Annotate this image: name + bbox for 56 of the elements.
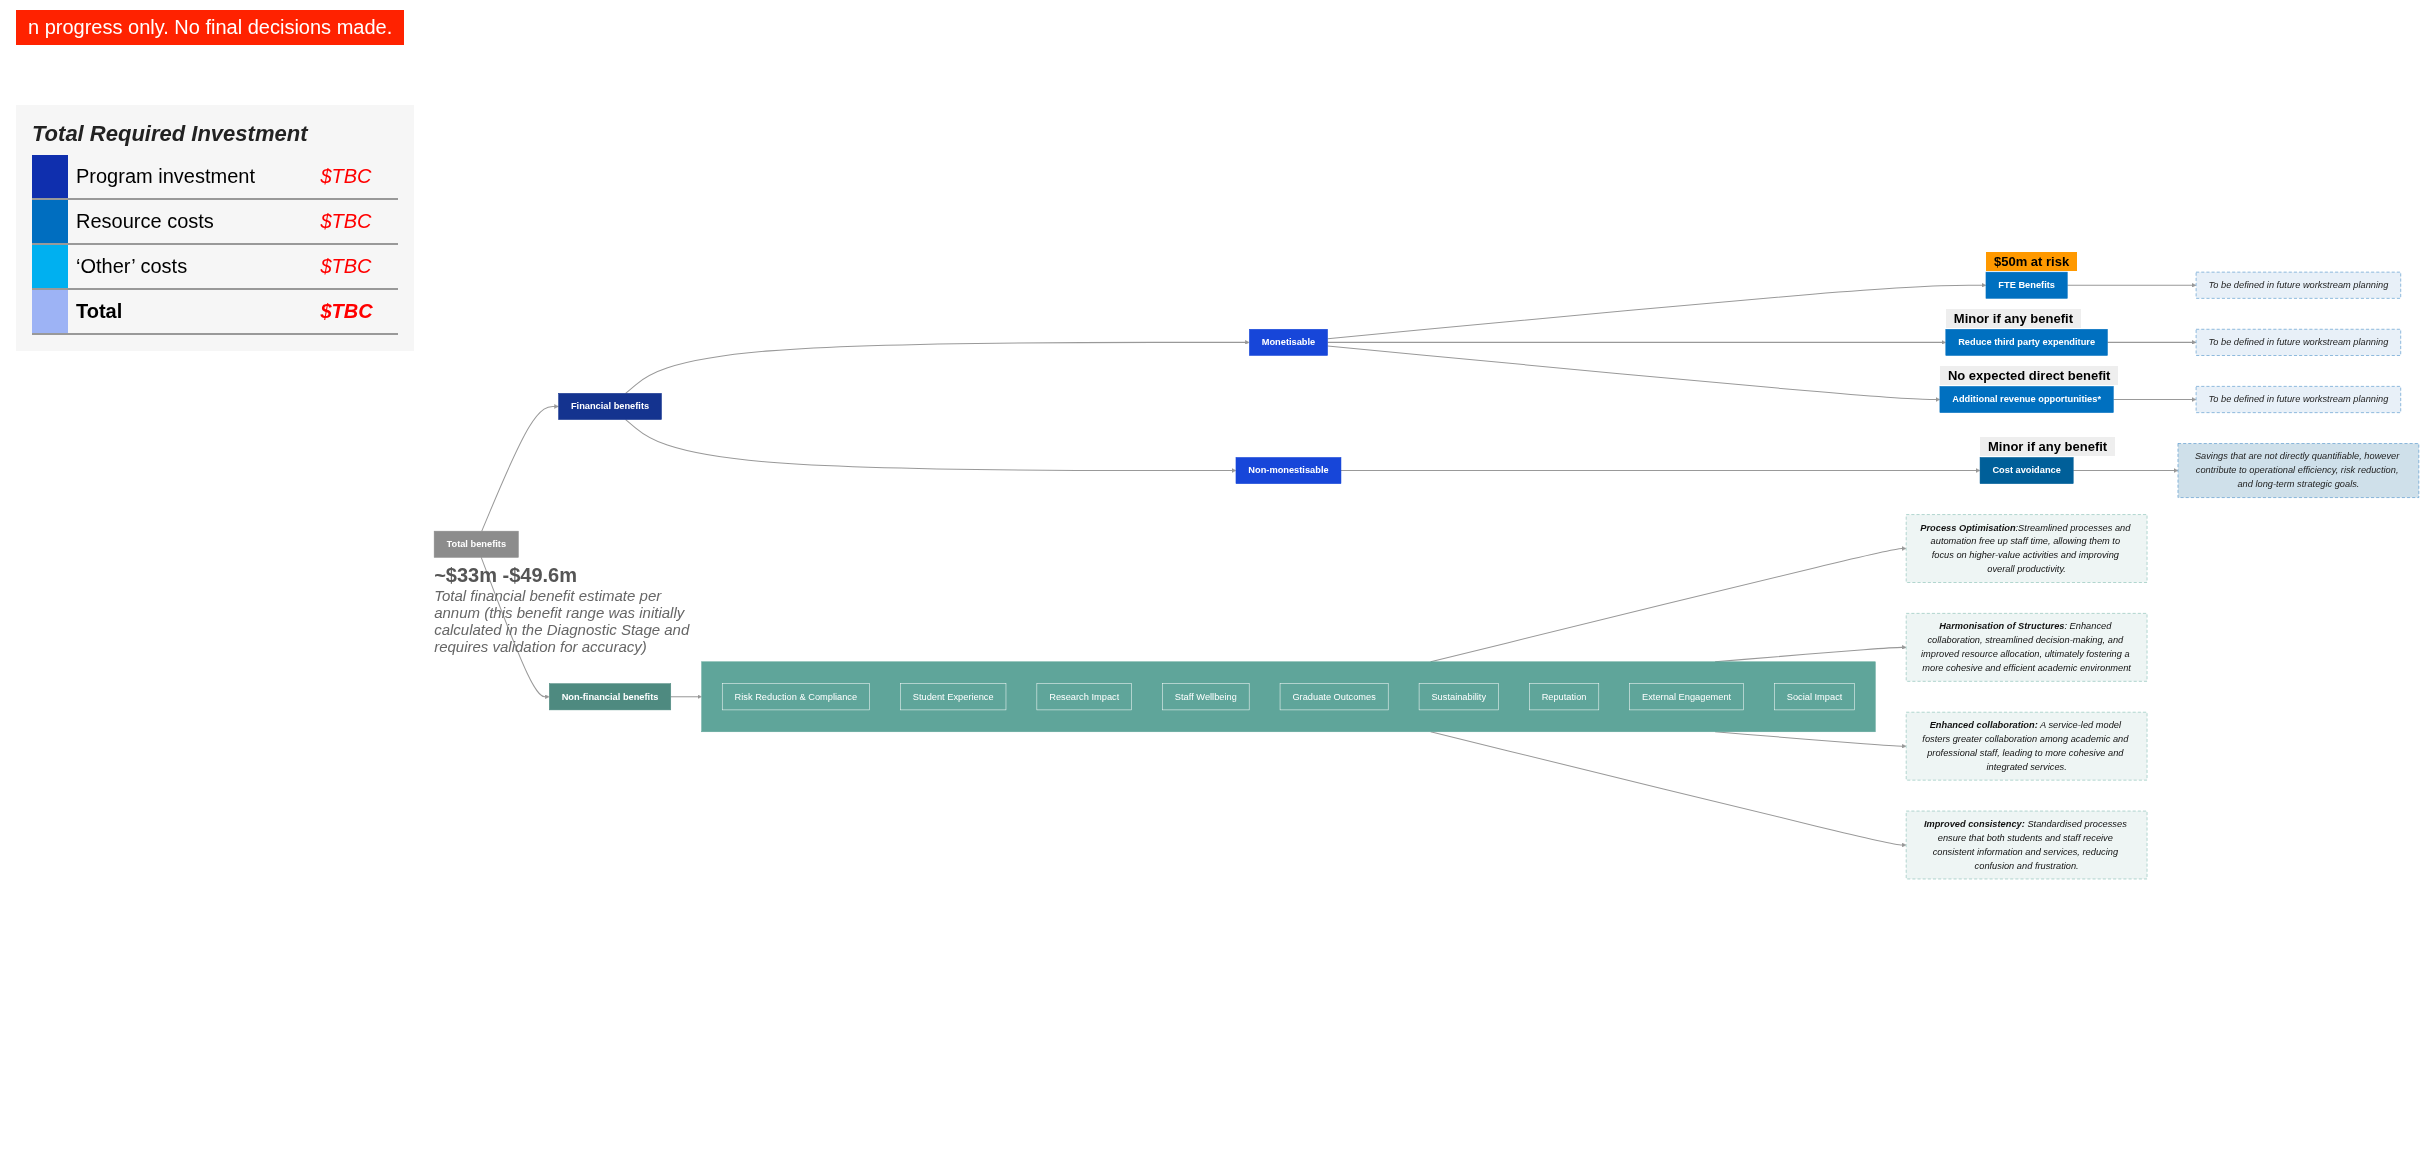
status-tag: No expected direct benefit: [1939, 365, 2119, 385]
node-box: Staff Wellbeing: [1162, 683, 1250, 711]
arrow: [670, 694, 702, 700]
legend-label: ‘Other’ costs: [68, 244, 313, 289]
arrow: [625, 419, 1237, 474]
value-text: $TBC: [312, 199, 398, 244]
arrow: [1327, 340, 1946, 346]
node-box: Student Experience: [900, 683, 1007, 711]
node-box: Savings that are not directly quantifiable, however contribute to operational efficiency, risk reduction, and long-term strategic goals.: [2177, 443, 2420, 499]
node-box: Sustainability: [1418, 683, 1499, 711]
cluster: [701, 661, 1876, 733]
legend-label: Total: [68, 289, 313, 334]
arrow: [2072, 468, 2179, 474]
arrow: [2066, 283, 2197, 288]
node-box: Reputation: [1529, 683, 1600, 711]
node-box: Harmonisation of Structures: Enhanced collaboration, streamlined decision-making, and improved resource allocation, ultimately fostering a more cohesive and efficient academic environment: [1905, 613, 2148, 683]
note-text: Total financial benefit estimate per annum (this benefit range was initially calculated in the Diagnostic Stage and requires validation for accuracy): [434, 586, 691, 655]
arrow: [2106, 340, 2197, 346]
arrow: [1327, 346, 1941, 403]
arrow: [481, 404, 559, 533]
value-text: $TBC: [312, 289, 398, 334]
legend-label: Resource costs: [68, 199, 313, 244]
node-box: Reduce third party expenditure: [1945, 329, 2108, 357]
node-box: External Engagement: [1629, 683, 1744, 711]
draft-banner: n progress only. No final decisions made.: [16, 10, 405, 45]
value-text: ~$33m -$49.6m: [434, 563, 578, 587]
value-text: $TBC: [312, 244, 398, 289]
node-box: Monetisable: [1249, 329, 1328, 357]
arrow: [625, 340, 1250, 395]
node-box: Non-monestisable: [1235, 457, 1342, 485]
node-box: Improved consistency: Standardised processes ensure that both students and staff receive consistent information and services, reducing confusion and frustration.: [1905, 811, 2148, 880]
arrow: [480, 557, 550, 700]
legend-label: Program investment: [68, 155, 313, 199]
node-box: Graduate Outcomes: [1279, 683, 1389, 711]
node-box: Research Impact: [1036, 683, 1132, 711]
node-box: FTE Benefits: [1985, 272, 2068, 300]
value-text: $TBC: [312, 155, 398, 199]
arrow: [1327, 283, 1987, 340]
node-box: Enhanced collaboration: A service-led model fosters greater collaboration among academic and professional staff, leading to more cohesive and integrated services.: [1905, 712, 2148, 781]
node-box: Process Optimisation:Streamlined processes and automation free up staff time, allowing them to focus on higher-value activities and improving overall productivity.: [1905, 514, 2148, 584]
node-box: Risk Reduction & Compliance: [722, 683, 870, 711]
node-box: To be defined in future workstream planning: [2195, 272, 2401, 300]
node-box: Non-financial benefits: [549, 683, 672, 711]
arrow: [1340, 468, 1981, 474]
node-box: Financial benefits: [558, 393, 662, 421]
status-tag: $50m at risk: [1985, 251, 2078, 271]
node-box: To be defined in future workstream planning: [2195, 386, 2401, 414]
arrow: [2112, 397, 2197, 403]
node-box: Total benefits: [433, 531, 519, 559]
status-tag: Minor if any benefit: [1980, 436, 2116, 456]
status-tag: Minor if any benefit: [1945, 308, 2081, 328]
node-box: Social Impact: [1774, 683, 1855, 711]
node-box: Additional revenue opportunities*: [1939, 386, 2114, 414]
node-box: Cost avoidance: [1979, 457, 2074, 485]
table-title: Total Required Investment: [32, 121, 308, 147]
node-box: To be defined in future workstream planning: [2195, 329, 2401, 357]
